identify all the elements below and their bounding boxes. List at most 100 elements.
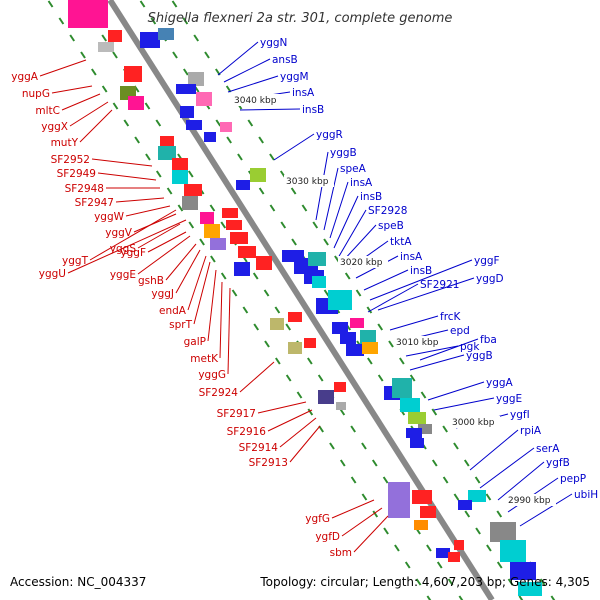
reverse-leader-line bbox=[137, 223, 181, 249]
gene-glyph bbox=[468, 490, 486, 502]
tick-mark bbox=[253, 323, 260, 331]
reverse-leader-line bbox=[257, 401, 307, 414]
tick-mark bbox=[263, 289, 270, 297]
reverse-leader-line bbox=[51, 85, 93, 94]
forward-leader-line bbox=[389, 315, 439, 331]
reverse-gene-label: yggV bbox=[105, 227, 133, 239]
gene-glyph bbox=[176, 84, 196, 94]
forward-leader-line bbox=[223, 58, 271, 83]
tick-mark bbox=[361, 493, 368, 501]
reverse-leader-line bbox=[331, 499, 375, 519]
tick-mark bbox=[182, 17, 189, 25]
gene-glyph bbox=[346, 344, 364, 356]
gene-glyph bbox=[186, 120, 202, 130]
tick-mark bbox=[399, 357, 405, 365]
forward-leader-line bbox=[369, 259, 473, 301]
scale-label-bg bbox=[394, 336, 444, 348]
tick-mark bbox=[112, 51, 118, 59]
reverse-leader-line bbox=[341, 507, 383, 537]
gene-glyph bbox=[184, 184, 202, 196]
reverse-gene-label: sprT bbox=[169, 319, 192, 331]
forward-leader-line bbox=[329, 181, 349, 239]
tick-mark bbox=[220, 221, 227, 229]
tick-mark bbox=[209, 204, 216, 212]
forward-gene-label: ansB bbox=[272, 54, 298, 66]
gene-glyph bbox=[288, 342, 302, 354]
tick-mark bbox=[323, 289, 330, 297]
reverse-gene-label: SF2952 bbox=[51, 154, 90, 166]
reverse-gene-label: yggU bbox=[39, 268, 66, 280]
forward-leader-line bbox=[227, 75, 279, 93]
gene-glyph bbox=[196, 92, 212, 106]
tick-mark bbox=[258, 187, 265, 195]
tick-mark bbox=[436, 561, 443, 569]
tick-mark bbox=[367, 357, 373, 365]
gene-glyph bbox=[454, 540, 464, 550]
tick-mark bbox=[134, 136, 140, 144]
tick-mark bbox=[442, 425, 448, 433]
reverse-gene-label: gshB bbox=[138, 275, 164, 287]
gene-glyph bbox=[518, 582, 542, 596]
tick-mark bbox=[280, 221, 287, 229]
tick-mark bbox=[112, 102, 119, 110]
tick-mark bbox=[486, 544, 492, 552]
forward-gene-label: yggN bbox=[260, 37, 287, 49]
gene-glyph bbox=[256, 256, 272, 270]
reverse-leader-line bbox=[175, 249, 201, 294]
scale-label-bg bbox=[338, 256, 388, 268]
tick-mark bbox=[80, 51, 86, 59]
gene-glyph bbox=[158, 146, 176, 160]
gene-glyph bbox=[414, 520, 428, 530]
gene-glyph bbox=[250, 168, 266, 182]
tick-mark bbox=[187, 170, 194, 178]
forward-gene-label: insA bbox=[292, 87, 315, 99]
tick-mark bbox=[350, 425, 356, 433]
forward-leader-line bbox=[323, 167, 339, 231]
reverse-gene-label: yggW bbox=[94, 211, 125, 223]
tick-mark bbox=[166, 187, 173, 195]
gene-glyph bbox=[360, 330, 376, 344]
gene-glyph bbox=[158, 28, 174, 40]
gene-glyph bbox=[182, 196, 198, 210]
tick-mark bbox=[453, 442, 459, 450]
tick-mark bbox=[507, 578, 514, 586]
reverse-leader-line bbox=[193, 261, 211, 325]
forward-gene-label: yggD bbox=[476, 273, 504, 285]
gene-glyph bbox=[204, 132, 216, 142]
tick-mark bbox=[139, 0, 146, 8]
reverse-leader-line bbox=[67, 219, 187, 274]
reverse-gene-label: SF2947 bbox=[75, 197, 114, 209]
reverse-leader-line bbox=[89, 209, 177, 261]
gene-glyph bbox=[418, 424, 432, 434]
forward-gene-label: rpiA bbox=[520, 425, 542, 437]
reverse-gene-label: mutY bbox=[51, 137, 79, 149]
scale-label-bg bbox=[450, 416, 500, 428]
tick-mark bbox=[447, 578, 454, 586]
tick-mark bbox=[312, 221, 319, 229]
reverse-leader-line bbox=[61, 93, 101, 111]
reverse-leader-line bbox=[279, 417, 317, 448]
tick-mark bbox=[431, 459, 438, 467]
gene-glyph bbox=[270, 318, 284, 330]
tick-mark bbox=[355, 289, 362, 297]
gene-glyph bbox=[408, 412, 426, 424]
tick-mark bbox=[269, 153, 275, 161]
forward-gene-label: insA bbox=[400, 251, 423, 263]
tick-mark bbox=[291, 238, 297, 246]
forward-gene-label: insB bbox=[410, 265, 432, 277]
reverse-gene-label: SF2917 bbox=[217, 408, 256, 420]
reverse-gene-label: SF2913 bbox=[249, 457, 288, 469]
gene-labels: yggNansByggMinsAinsByggRyggBspeAinsAinsB… bbox=[11, 37, 598, 559]
tick-mark bbox=[442, 476, 449, 484]
gene-glyph bbox=[204, 224, 220, 238]
scale-label-bg bbox=[232, 94, 282, 106]
tick-mark bbox=[404, 561, 411, 569]
tick-mark bbox=[301, 204, 308, 212]
tick-mark bbox=[290, 187, 297, 195]
tick-mark bbox=[144, 102, 151, 110]
tick-mark bbox=[339, 459, 346, 467]
reverse-gene-label: SF2916 bbox=[227, 426, 267, 438]
forward-leader-line bbox=[409, 354, 465, 371]
gene-glyph bbox=[318, 390, 334, 404]
reverse-leader-line bbox=[79, 109, 113, 143]
